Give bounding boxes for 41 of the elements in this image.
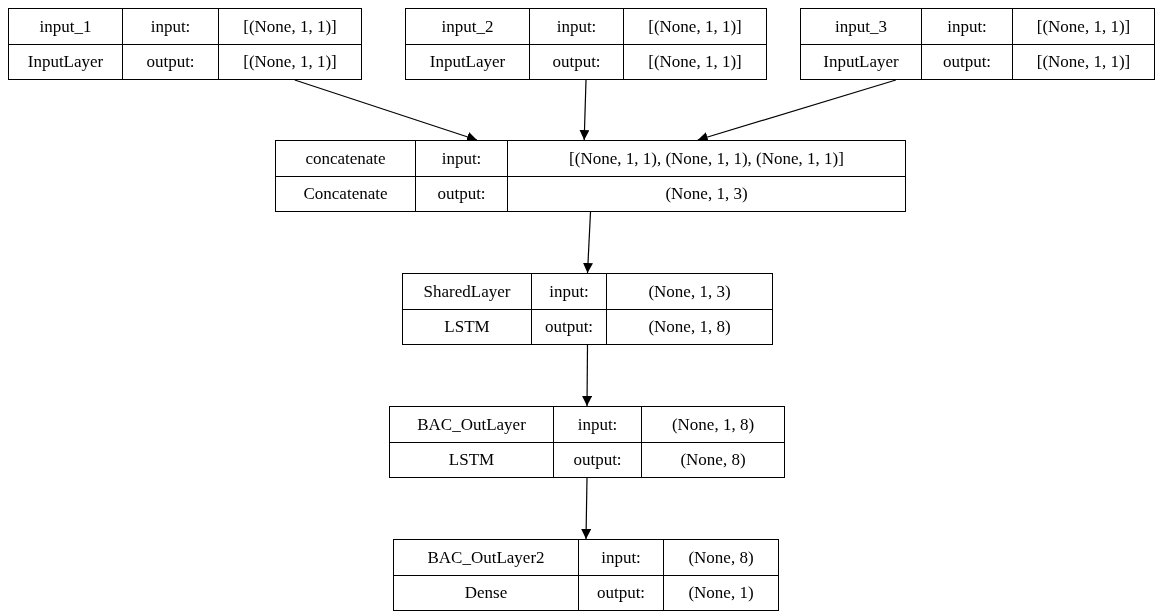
port-label: input: (921, 9, 1012, 44)
port-label: input: (578, 540, 663, 575)
arrow (583, 211, 593, 274)
layer-type: InputLayer (9, 44, 122, 79)
layer-name: SharedLayer (422, 280, 512, 303)
layer-type: LSTM (390, 442, 553, 477)
layer-table (393, 539, 779, 611)
layer-table (275, 140, 906, 212)
layer-table (389, 406, 785, 478)
layer-name: input_2 (440, 15, 495, 38)
layer-table (402, 273, 773, 345)
layer-type: LSTM (403, 309, 531, 344)
layer-table (405, 8, 767, 80)
port-label: input: (122, 9, 218, 44)
layer-name: input_3 (834, 15, 888, 38)
layer-name: BAC_OutLayer2 (426, 546, 546, 569)
layer-name: concatenate (304, 147, 387, 170)
port-label: input: (415, 141, 507, 176)
port-label: output: (578, 575, 663, 610)
layer-type: Dense (394, 575, 578, 610)
port-label: output: (415, 176, 507, 211)
port-label: output: (531, 309, 606, 344)
arrow (294, 79, 478, 142)
layer-table (8, 8, 362, 80)
port-label: output: (553, 442, 641, 477)
arrow (582, 344, 593, 407)
layer-name: BAC_OutLayer (416, 413, 527, 436)
layer-name: input_1 (38, 15, 93, 38)
port-label: output: (122, 44, 218, 79)
layer-table (800, 8, 1155, 80)
arrow (697, 79, 897, 142)
port-label: output: (529, 44, 623, 79)
arrow (579, 79, 590, 141)
layer-type: InputLayer (801, 44, 921, 79)
layer-type: InputLayer (406, 44, 529, 79)
port-label: input: (529, 9, 623, 44)
port-label: input: (553, 407, 641, 442)
port-label: output: (921, 44, 1012, 79)
layer-type: Concatenate (276, 176, 415, 211)
arrow (581, 477, 592, 540)
port-label: input: (531, 274, 606, 309)
